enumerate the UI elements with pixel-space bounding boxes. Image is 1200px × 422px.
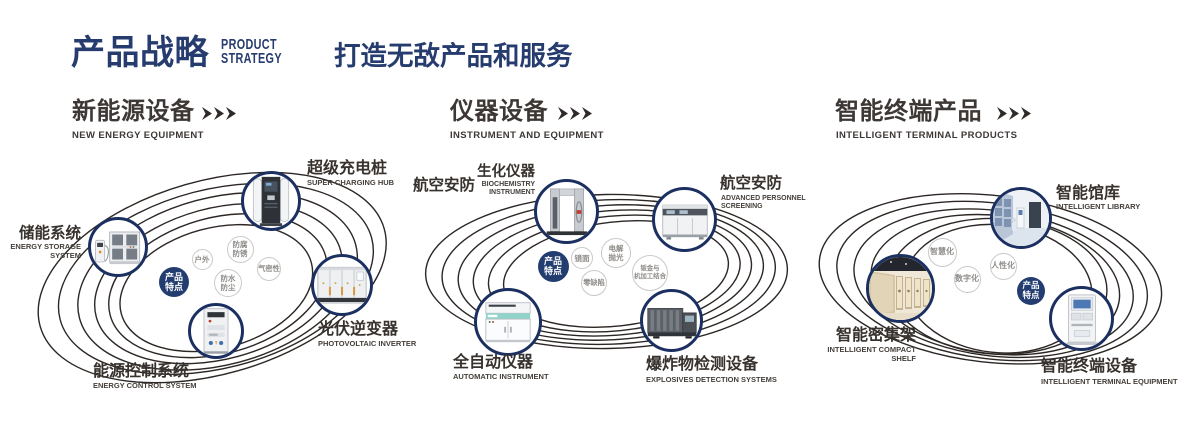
section-subtitle-terminal: INTELLIGENT TERMINAL PRODUCTS: [836, 130, 1018, 141]
feature-bubble: 数字化: [953, 265, 981, 293]
sublabel-automatic-instrument: AUTOMATIC INSTRUMENT: [453, 372, 549, 381]
page-title: 产品战略: [71, 34, 209, 72]
label-intelligent-library: 智能馆库: [1056, 185, 1121, 202]
feature-bubble: 镜面: [571, 247, 593, 269]
battery-storage-cabinet-icon: [95, 231, 141, 265]
node-compact-shelf: [866, 254, 935, 323]
sublabel-terminal-equipment: INTELLIGENT TERMINAL EQUIPMENT: [1041, 377, 1178, 386]
node-biochemistry: [534, 179, 599, 244]
section-subtitle-instrument: INSTRUMENT AND EQUIPMENT: [450, 130, 604, 141]
label-compact-shelf: 智能密集架: [836, 327, 917, 344]
triple-arrow-icon: [202, 107, 236, 120]
label-terminal-equipment: 智能终端设备: [1041, 358, 1138, 375]
node-intelligent-library: [990, 187, 1052, 249]
slogan: 打造无敌产品和服务: [334, 41, 573, 71]
triple-arrow-icon: [558, 107, 592, 120]
sublabel-explosives-detection: EXPLOSIVES DETECTION SYSTEMS: [646, 375, 777, 384]
feature-badge: 产品特点: [1017, 277, 1045, 305]
feature-badge: 产品特点: [537, 250, 569, 282]
feature-bubble: 气密性: [257, 257, 281, 281]
feature-bubble: 户外: [191, 248, 213, 270]
feature-bubble: 电解 抛光: [601, 238, 631, 268]
label-aviation-security-left: 航空安防: [413, 177, 476, 194]
node-super-charging: [241, 171, 301, 231]
control-cabinet-icon: [203, 308, 229, 354]
feature-badge-label: 产品特点: [164, 271, 183, 292]
node-energy-control: [188, 303, 244, 359]
section-title-terminal: 智能终端产品: [835, 98, 982, 125]
automatic-analyzer-icon: [485, 302, 531, 343]
label-automatic-instrument: 全自动仪器: [453, 354, 534, 371]
feature-bubble: 防腐 防锈: [226, 235, 254, 263]
feature-bubble: 钣金与 机加工结合: [632, 255, 668, 291]
terminal-kiosk-icon: [1066, 293, 1097, 345]
sublabel-energy-storage: ENERGY STORAGE SYSTEM: [10, 242, 81, 260]
sublabel-pv-inverter: PHOTOVOLTAIC INVERTER: [318, 339, 417, 348]
label-energy-storage: 储能系统: [18, 225, 81, 242]
section-subtitle-new-energy: NEW ENERGY EQUIPMENT: [72, 130, 204, 141]
feature-bubble: 防水 防尘: [214, 269, 242, 297]
screening-machine-icon: [661, 204, 708, 239]
section-title-new-energy: 新能源设备: [72, 98, 195, 125]
triple-arrow-icon: [997, 107, 1031, 120]
label-pv-inverter: 光伏逆变器: [318, 321, 399, 338]
intelligent-library-icon: [993, 190, 1049, 246]
node-energy-storage: [88, 217, 148, 277]
sublabel-biochemistry: BIOCHEMISTRY INSTRUMENT: [481, 181, 535, 197]
label-energy-control: 能源控制系统: [93, 363, 190, 380]
label-biochemistry: 生化仪器: [477, 164, 535, 180]
explosives-detector-icon: [646, 307, 697, 338]
compact-shelf-icon: [869, 257, 932, 320]
node-explosives-detection: [640, 289, 703, 352]
label-personnel-screening: 航空安防: [720, 175, 783, 192]
feature-bubble: 人性化: [989, 252, 1017, 280]
sublabel-compact-shelf: INTELLIGENT COMPACT SHELF: [827, 345, 916, 363]
security-gate-icon: [546, 188, 587, 235]
node-personnel-screening: [652, 187, 717, 252]
node-pv-inverter: [311, 254, 373, 316]
label-super-charging: 超级充电桩: [307, 160, 388, 177]
page-title-en: PRODUCT STRATEGY: [221, 36, 282, 67]
feature-bubble: 智慧化: [927, 237, 957, 267]
feature-badge-label: 产品特点: [1022, 280, 1040, 300]
node-automatic-instrument: [474, 288, 542, 356]
sublabel-energy-control: ENERGY CONTROL SYSTEM: [93, 381, 197, 390]
feature-bubble: 零缺陷: [581, 270, 607, 296]
sublabel-intelligent-library: INTELLIGENT LIBRARY: [1056, 202, 1141, 211]
node-terminal-equipment: [1049, 286, 1114, 351]
sublabel-super-charging: SUPER CHARGING HUB: [307, 178, 395, 187]
sublabel-personnel-screening: ADVANCED PERSONNEL SCREENING: [721, 195, 806, 211]
section-title-instrument: 仪器设备: [450, 98, 548, 125]
feature-badge-label: 产品特点: [543, 255, 562, 276]
label-explosives-detection: 爆炸物检测设备: [646, 356, 759, 373]
charging-pile-icon: [252, 176, 290, 227]
inverter-cabinet-icon: [316, 266, 368, 305]
feature-badge: 产品特点: [159, 267, 189, 297]
